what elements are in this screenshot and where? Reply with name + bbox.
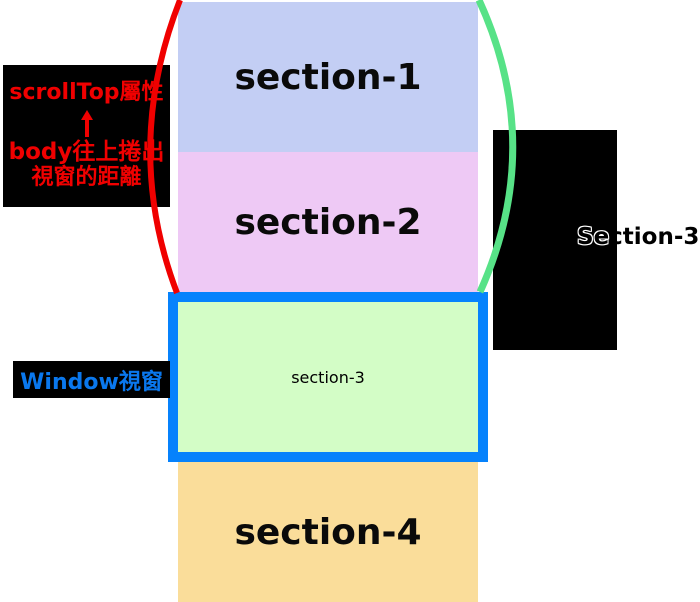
section3-annotation-box: Section-3	[493, 130, 699, 350]
up-arrow-head	[80, 110, 93, 120]
scrolltop-desc-line2: 視窗的距離	[31, 165, 142, 190]
scrolltop-desc-line1: body往上捲出	[8, 139, 165, 165]
section-1-block: section-1	[178, 2, 478, 152]
section3-label-visible-part: Se	[577, 224, 610, 250]
up-arrow-icon	[80, 110, 93, 137]
window-viewport-label-box: Window視窗	[13, 361, 170, 398]
scrolltop-property-text: scrollTop屬性	[9, 80, 164, 105]
section-4-block: section-4	[178, 462, 478, 602]
section-4-label: section-4	[234, 511, 422, 553]
window-viewport-label: Window視窗	[20, 369, 163, 395]
section-2-block: section-2	[178, 152, 478, 292]
section3-label-hidden-part: ction-3	[609, 224, 700, 250]
section3-obscured-label: Section-3	[577, 224, 699, 250]
section-2-label: section-2	[234, 201, 422, 243]
section-3-label: section-3	[291, 367, 365, 387]
section-1-label: section-1	[234, 56, 422, 98]
window-viewport-frame: section-3	[168, 292, 488, 462]
scrolltop-annotation-box: scrollTop屬性 body往上捲出 視窗的距離	[3, 65, 170, 207]
up-arrow-stem	[84, 120, 89, 137]
